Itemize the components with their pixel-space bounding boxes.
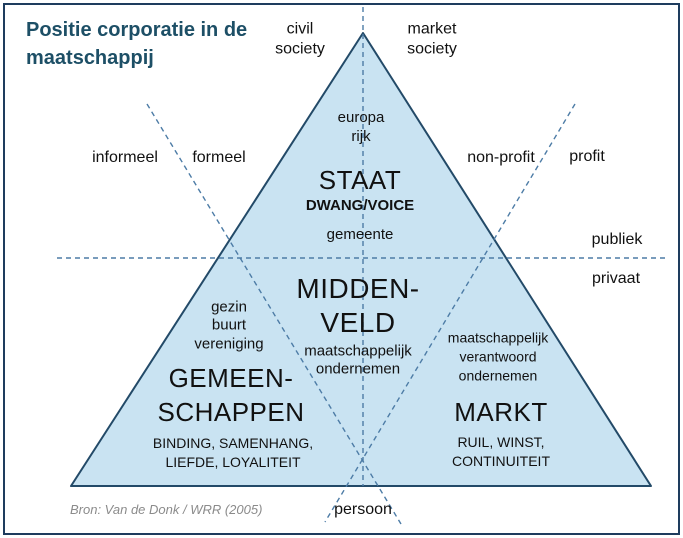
nonprofit-profit-dashed-line [324, 103, 576, 523]
staat-values-label: DWANG/VOICE [305, 196, 415, 214]
markt-title: MARKT [454, 397, 548, 427]
staat-title: STAAT [318, 165, 402, 195]
informeel-label: informeel [92, 149, 158, 167]
gemeente-label: gemeente [326, 225, 394, 243]
persoon-label: persoon [334, 501, 392, 519]
civil-society-label: civil society [275, 20, 325, 57]
maatschappelijk-ondernemen-label: maatschappelijk ondernemen [304, 342, 412, 378]
gezin-buurt-vereniging-label: gezin buurt vereniging [194, 298, 264, 353]
market-society-label: market society [407, 20, 457, 57]
publiek-label: publiek [591, 231, 643, 249]
profit-label: profit [569, 148, 605, 166]
middenveld-title: MIDDEN- VELD [296, 273, 420, 338]
europa-rijk-label: europa rijk [337, 109, 385, 145]
gemeenschappen-values-label: BINDING, SAMENHANG, LIEFDE, LOYALITEIT [152, 435, 314, 470]
privaat-label: privaat [591, 270, 641, 288]
non-profit-label: non-profit [467, 149, 535, 167]
formeel-label: formeel [192, 149, 246, 167]
source-citation: Bron: Van de Donk / WRR (2005) [70, 502, 263, 517]
markt-values-label: RUIL, WINST, CONTINUITEIT [452, 434, 550, 469]
page-title: Positie corporatie in de maatschappij [26, 19, 248, 69]
informeel-formeel-dashed-line [146, 103, 402, 525]
society-triangle-shape [70, 32, 652, 487]
gemeenschappen-title: GEMEEN- SCHAPPEN [157, 363, 305, 427]
maatschappelijk-verantwoord-ondernemen-label: maatschappelijk verantwoord ondernemen [447, 329, 549, 384]
